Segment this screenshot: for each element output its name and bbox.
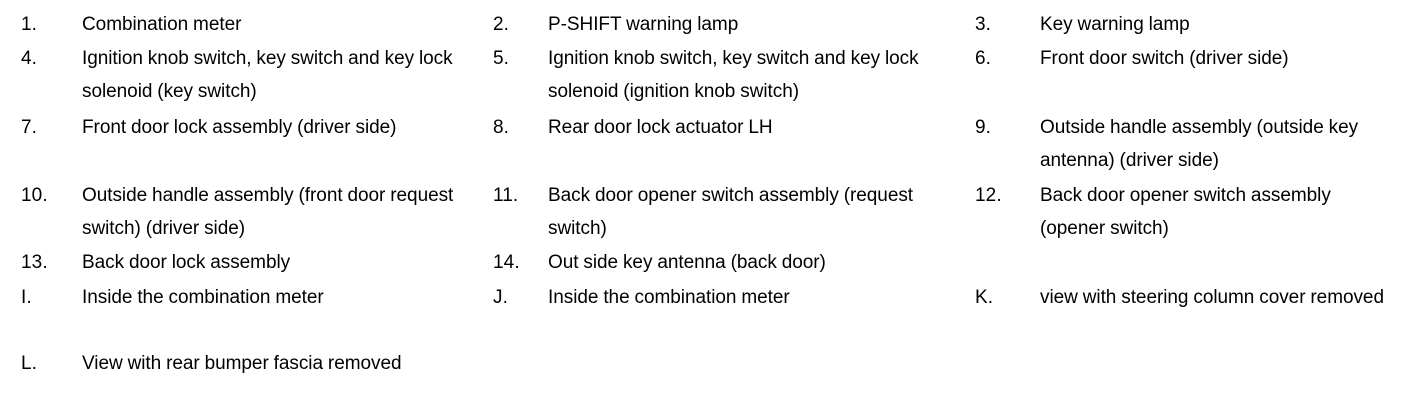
legend-entry-marker: I. — [21, 287, 32, 308]
legend-entry-label: Back door opener switch assembly (opener… — [1040, 185, 1331, 239]
legend-entry-marker: 4. — [21, 48, 38, 69]
legend-entry-label: Back door lock assembly — [82, 252, 291, 273]
legend-entry-marker: 1. — [21, 14, 38, 35]
legend-entry-label: Key warning lamp — [1040, 14, 1190, 35]
legend-entry-marker: 2. — [493, 14, 510, 35]
legend-entry-label: View with rear bumper fascia removed — [82, 353, 402, 374]
legend-entry-label: Outside handle assembly (outside key ant… — [1040, 117, 1359, 171]
legend-entry-label: view with steering column cover removed — [1040, 287, 1384, 308]
legend-entry-label: Rear door lock actuator LH — [548, 117, 773, 138]
legend-entry-marker: 9. — [975, 117, 992, 138]
legend-entry-label: Out side key antenna (back door) — [548, 252, 826, 273]
legend-entry-marker: 8. — [493, 117, 510, 138]
legend-entry-label: Outside handle assembly (front door requ… — [82, 185, 454, 239]
legend-entry-marker: 10. — [21, 185, 48, 206]
legend-entry-marker: 12. — [975, 185, 1002, 206]
legend-entry-marker: L. — [21, 353, 38, 374]
legend-entry-marker: 6. — [975, 48, 992, 69]
legend-entry-label: P-SHIFT warning lamp — [548, 14, 739, 35]
legend-entry-marker: 5. — [493, 48, 510, 69]
legend-entry-label: Front door switch (driver side) — [1040, 48, 1289, 69]
legend-entry-marker: 13. — [21, 252, 48, 273]
legend-entry-marker: 7. — [21, 117, 38, 138]
legend-entry-label: Combination meter — [82, 14, 242, 35]
legend-entry-label: Inside the combination meter — [82, 287, 324, 308]
legend-entry-marker: 14. — [493, 252, 520, 273]
legend-entry-marker: J. — [493, 287, 508, 308]
legend-entry-label: Back door opener switch assembly (reques… — [548, 185, 914, 239]
legend-entry-marker: 3. — [975, 14, 992, 35]
legend-entry-marker: 11. — [493, 185, 519, 206]
legend-entry-label: Front door lock assembly (driver side) — [82, 117, 397, 138]
legend-entry-marker: K. — [975, 287, 994, 308]
legend-entry-label: Inside the combination meter — [548, 287, 790, 308]
legend-entry-label: Ignition knob switch, key switch and key… — [548, 48, 919, 102]
legend-entry-label: Ignition knob switch, key switch and key… — [82, 48, 453, 102]
